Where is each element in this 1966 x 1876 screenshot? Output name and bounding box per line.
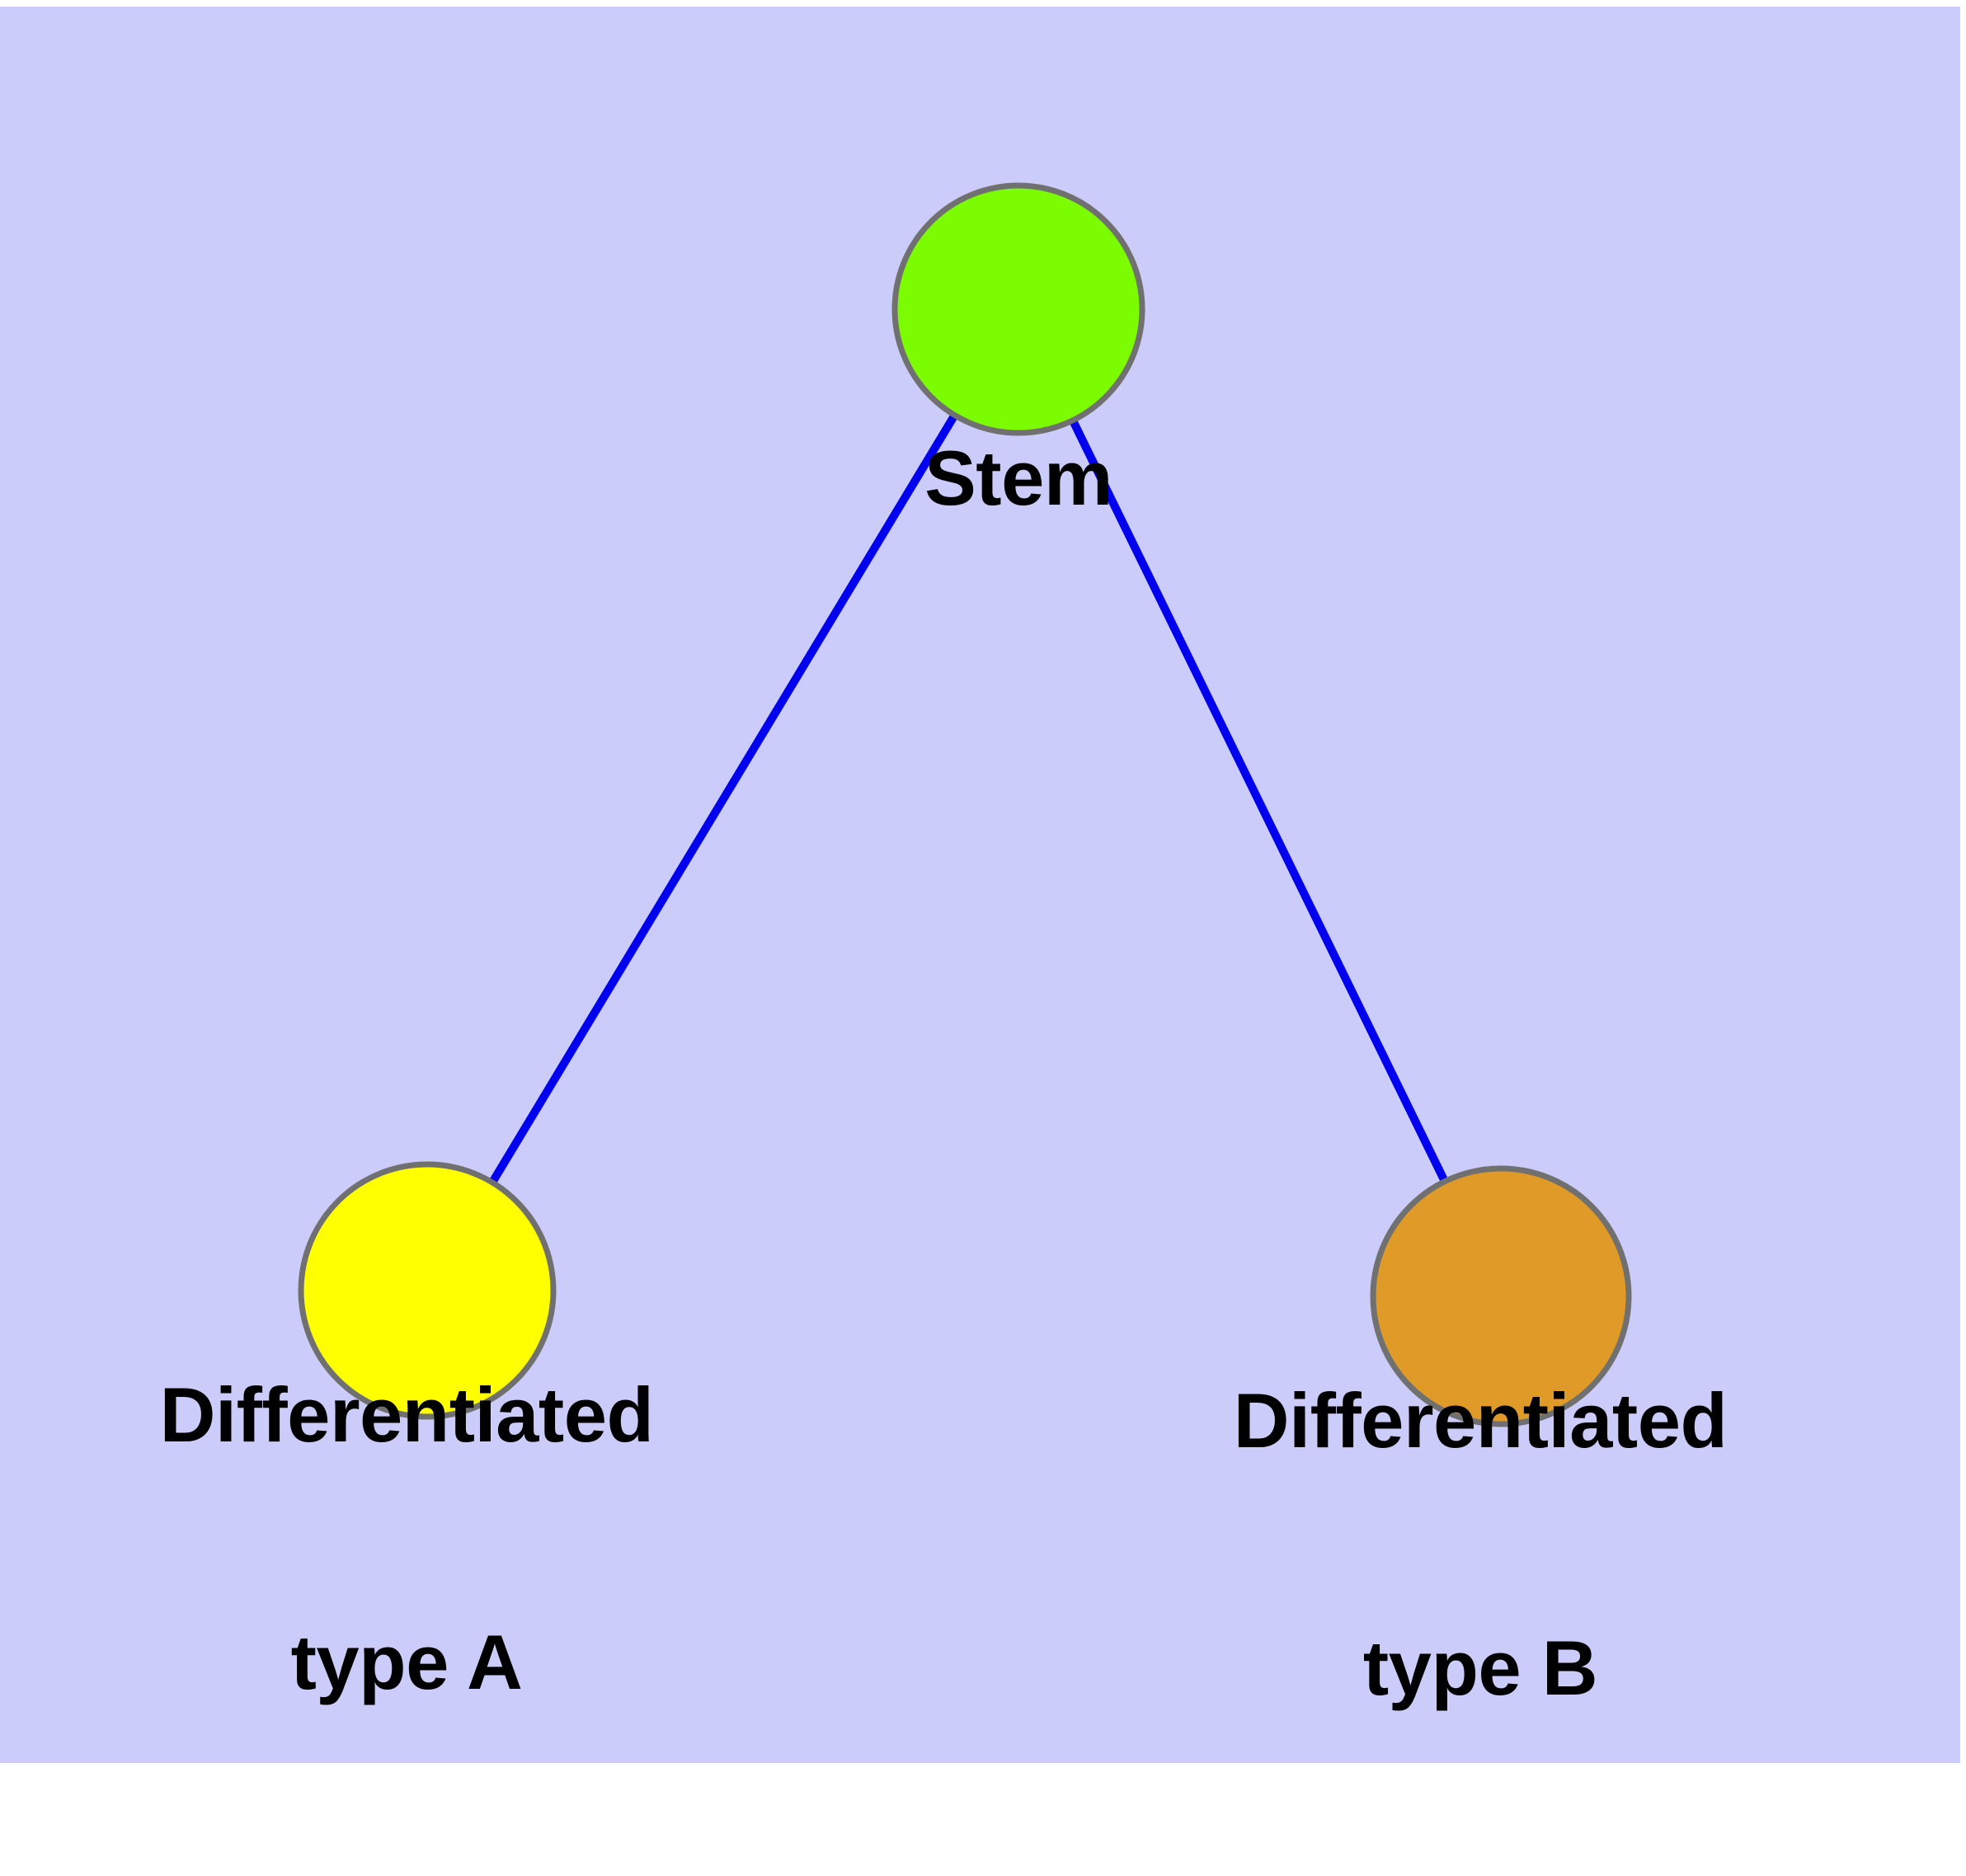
- node-stem[interactable]: [891, 182, 1145, 436]
- node-differentiated-type-a[interactable]: [298, 1161, 557, 1420]
- node-differentiated-type-b[interactable]: [1370, 1165, 1632, 1427]
- edge-layer: [488, 412, 1449, 1185]
- node-layer: [298, 182, 1632, 1427]
- diagram-canvas: Stem Differentiated type A Differentiate…: [0, 7, 1960, 1763]
- edge-stem-to-differentiated-type-a[interactable]: [488, 412, 958, 1185]
- graph-svg: [298, 182, 1632, 1427]
- edge-stem-to-differentiated-type-b[interactable]: [1069, 418, 1449, 1183]
